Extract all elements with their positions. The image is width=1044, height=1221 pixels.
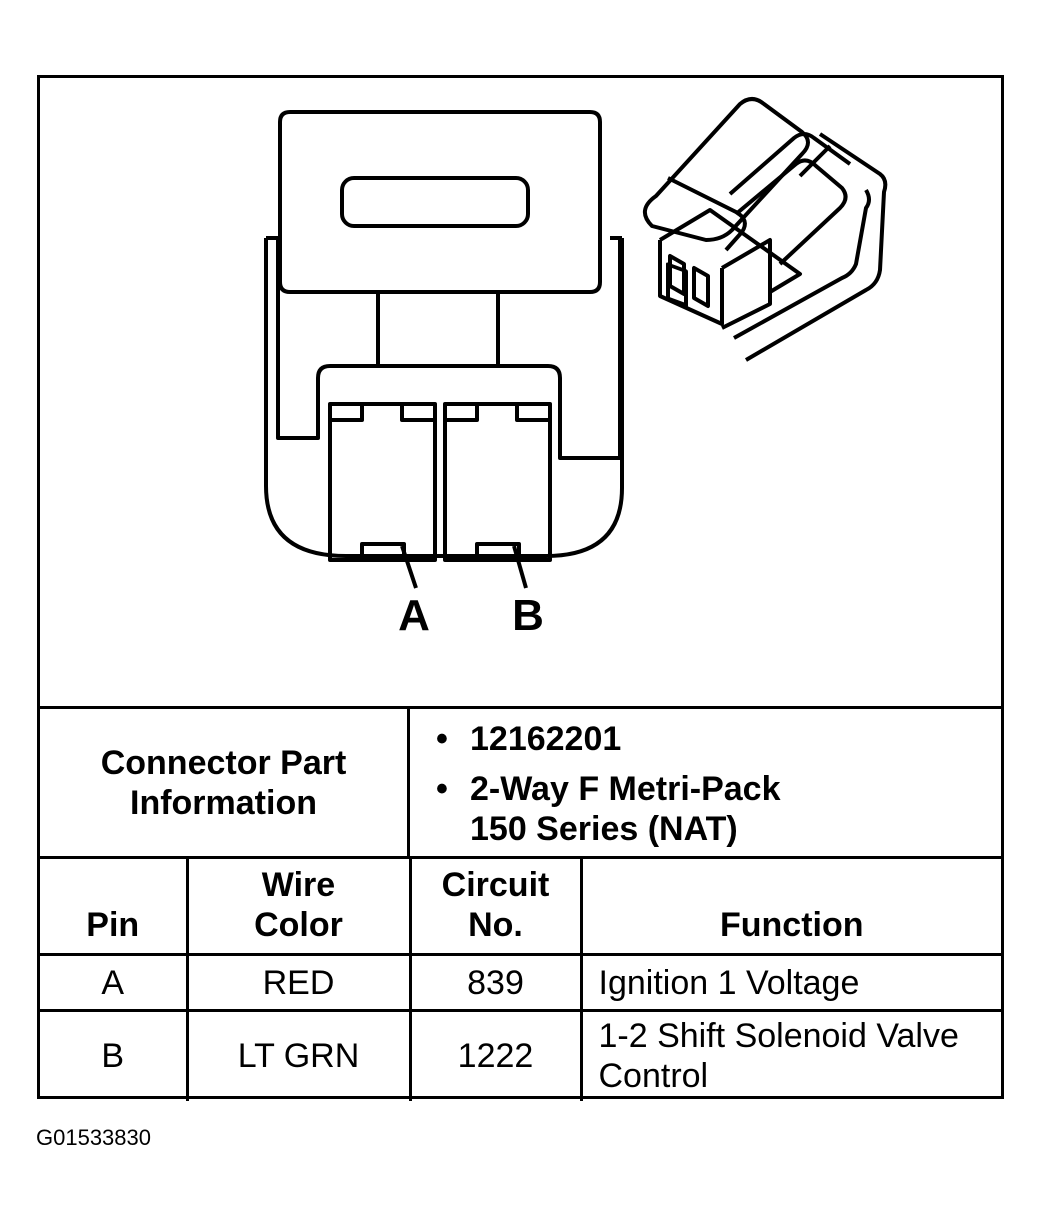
header-pin: Pin (40, 856, 189, 956)
function-cell: 1-2 Shift Solenoid Valve Control (579, 1009, 1001, 1101)
function-cell: Ignition 1 Voltage (579, 953, 1001, 1012)
pin-label-b: B (512, 591, 544, 640)
latch-slot (340, 176, 530, 228)
pin-cell: A (40, 953, 189, 1012)
diagram-frame: A B Connector Part (37, 75, 1004, 1101)
header-circuit-no: Circuit No. (408, 856, 583, 956)
connector-part-information: Connector Part Information • 12162201 • … (40, 706, 1001, 856)
connector-type: 2-Way F Metri-Pack 150 Series (NAT) (470, 770, 781, 848)
part-number: 12162201 (470, 720, 622, 758)
part-info-label-line2: Information (130, 783, 317, 822)
bullet-icon: • (436, 770, 448, 808)
part-info-label-cell: Connector Part Information (40, 709, 410, 856)
bullet-icon: • (436, 720, 448, 758)
connector-type-item: • 2-Way F Metri-Pack 150 Series (NAT) (436, 769, 1001, 849)
part-info-values: • 12162201 • 2-Way F Metri-Pack 150 Seri… (410, 709, 1001, 856)
pin-cell: B (40, 1009, 189, 1101)
connector-drawing-area: A B (40, 78, 1001, 706)
pin-b-leader (512, 545, 528, 589)
part-number-item: • 12162201 (436, 719, 1001, 759)
connector-isometric-view (643, 97, 888, 362)
pin-label-a: A (398, 591, 430, 640)
header-function: Function (579, 856, 1001, 956)
circuit-cell: 1222 (408, 1009, 583, 1101)
pin-table-header-row: Pin Wire Color Circuit No. Function (40, 856, 1001, 956)
wire-color-cell: LT GRN (185, 1009, 412, 1101)
table-row: A RED 839 Ignition 1 Voltage (40, 953, 1001, 1012)
figure-id: G01533830 (36, 1125, 151, 1150)
circuit-cell: 839 (408, 953, 583, 1012)
connector-latch-tab (278, 110, 602, 294)
cavity-b (443, 402, 552, 562)
pin-table: Pin Wire Color Circuit No. Function A RE… (40, 856, 1001, 1101)
connector-illustration: A B (264, 97, 888, 640)
cavity-a (328, 402, 437, 562)
pin-a-leader (400, 545, 418, 589)
wire-color-cell: RED (185, 953, 412, 1012)
table-row: B LT GRN 1222 1-2 Shift Solenoid Valve C… (40, 1009, 1001, 1101)
part-info-label-line1: Connector Part (100, 743, 347, 782)
header-wire-color: Wire Color (185, 856, 412, 956)
